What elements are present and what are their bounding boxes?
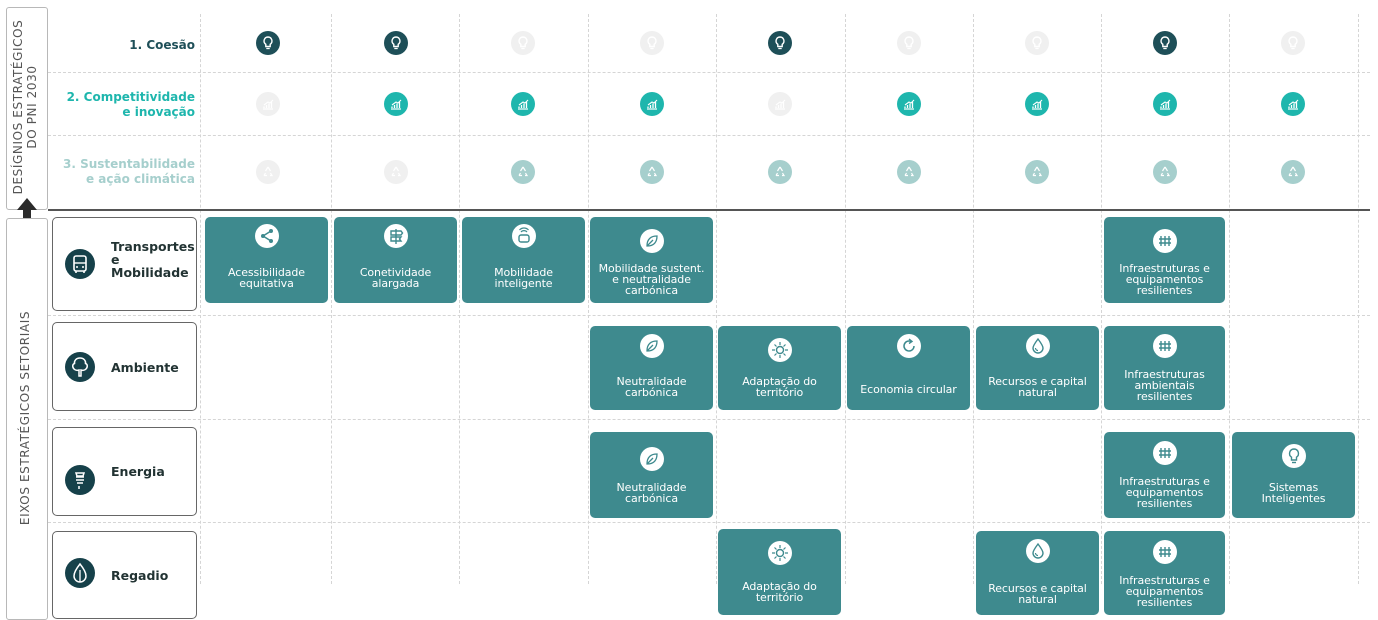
eixo-energia: Energia (52, 427, 197, 516)
row-divider (48, 522, 1370, 523)
eixo-label: Energia (111, 464, 165, 479)
recycle-icon (768, 160, 792, 184)
lightbulb-icon (1281, 444, 1306, 468)
leaf-icon (639, 447, 664, 471)
lightbulb-icon (768, 31, 792, 55)
eixo-label: Ambiente (111, 360, 179, 375)
growth-chart-icon (897, 92, 921, 116)
fence-icon (1152, 441, 1177, 465)
eixo-ambiente: Ambiente (52, 322, 197, 411)
column-divider (1101, 14, 1102, 584)
designios-side-panel (6, 7, 48, 210)
lightbulb-icon (384, 31, 408, 55)
lightbulb-icon (1281, 31, 1305, 55)
column-divider (716, 14, 717, 584)
lightbulb-icon (640, 31, 664, 55)
column-divider (1358, 14, 1359, 584)
growth-chart-icon (384, 92, 408, 116)
growth-chart-icon (640, 92, 664, 116)
recycle-icon (1025, 160, 1049, 184)
column-divider (845, 14, 846, 584)
share-icon (254, 224, 279, 248)
recycle-icon (384, 160, 408, 184)
eixo-regadio: Regadio (52, 531, 197, 619)
designios-side-label: DESÍGNIOS ESTRATÉGICOS DO PNI 2030 (11, 19, 39, 195)
signpost-icon (383, 224, 408, 248)
column-divider (200, 14, 201, 584)
growth-chart-icon (256, 92, 280, 116)
growth-chart-icon (1025, 92, 1049, 116)
water-drop-icon (1025, 539, 1050, 563)
row-divider (48, 135, 1370, 136)
growth-chart-icon (768, 92, 792, 116)
eixos-side-panel (6, 218, 48, 620)
card-economia-circular: Economia circular (847, 326, 970, 410)
recycle-icon (256, 160, 280, 184)
water-drop-icon (1025, 334, 1050, 358)
designio-label-coesao: 1. Coesão (129, 38, 195, 52)
recycle-icon (640, 160, 664, 184)
designio-label-sustentabilidade: 3. Sustentabilidade e ação climática (62, 157, 195, 186)
leaf-icon (639, 229, 664, 253)
smart-car-icon (511, 224, 536, 248)
bus-icon (65, 249, 95, 279)
lightbulb-icon (1025, 31, 1049, 55)
growth-chart-icon (1153, 92, 1177, 116)
lightbulb-icon (511, 31, 535, 55)
lightbulb-icon (1153, 31, 1177, 55)
energy-icon (65, 465, 95, 495)
recycle-icon (1153, 160, 1177, 184)
fence-icon (1152, 334, 1177, 358)
row-divider (48, 419, 1370, 420)
eixos-side-label: EIXOS ESTRATÉGICOS SETORIAIS (18, 310, 32, 526)
column-divider (331, 14, 332, 584)
circular-arrow-icon (896, 334, 921, 358)
recycle-icon (511, 160, 535, 184)
column-divider (588, 14, 589, 584)
fence-icon (1152, 540, 1177, 564)
row-divider (48, 72, 1370, 73)
up-arrow-icon (17, 198, 37, 232)
sun-eye-icon (767, 338, 792, 362)
section-divider (48, 209, 1370, 211)
recycle-icon (1281, 160, 1305, 184)
eixo-label: Regadio (111, 568, 169, 583)
column-divider (973, 14, 974, 584)
designio-label-competitividade: 2. Competitividade e inovação (66, 90, 195, 119)
sun-eye-icon (767, 541, 792, 565)
column-divider (1229, 14, 1230, 584)
column-divider (459, 14, 460, 584)
growth-chart-icon (1281, 92, 1305, 116)
water-leaf-icon (65, 558, 95, 588)
lightbulb-icon (897, 31, 921, 55)
recycle-icon (897, 160, 921, 184)
leaf-icon (639, 334, 664, 358)
tree-icon (65, 352, 95, 382)
fence-icon (1152, 229, 1177, 253)
growth-chart-icon (511, 92, 535, 116)
eixo-transportes: Transportes e Mobilidade (52, 217, 197, 311)
row-divider (48, 315, 1370, 316)
lightbulb-icon (256, 31, 280, 55)
eixo-label: Transportes e Mobilidade (111, 239, 195, 280)
